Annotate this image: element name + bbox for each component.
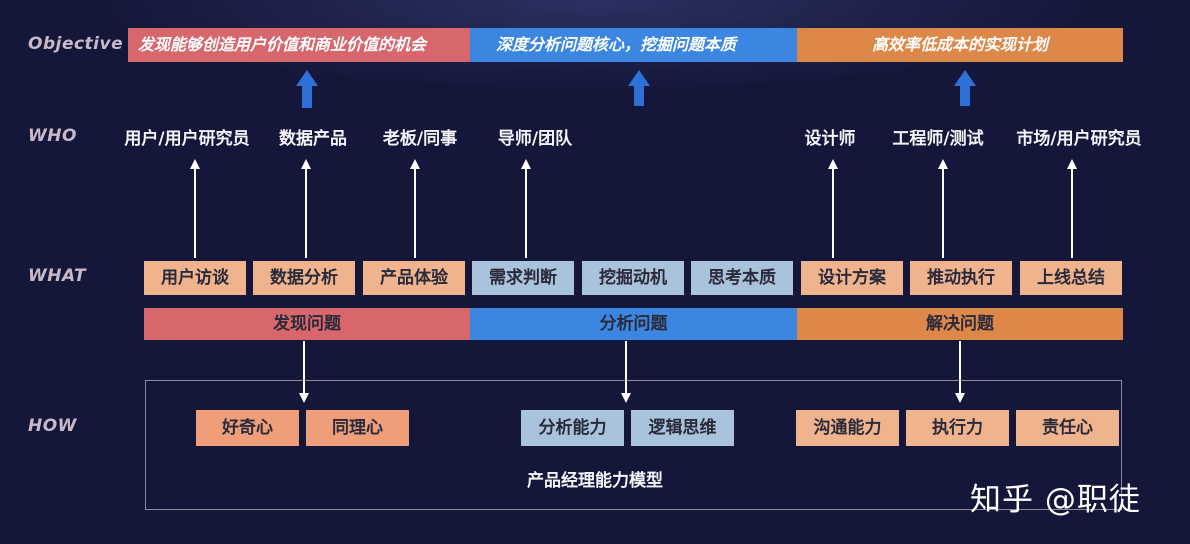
row-label-how: HOW	[28, 416, 77, 436]
how-frame	[145, 380, 1122, 510]
who-market-researcher: 市场/用户研究员	[1016, 129, 1142, 149]
what-motivation-mining: 挖掘动机	[582, 261, 684, 295]
objective-analyze-label: 深度分析问题核心，挖掘问题本质	[496, 35, 737, 54]
phase-analyze: 分析问题	[470, 308, 797, 340]
what-think-essence: 思考本质	[691, 261, 793, 295]
up-arrow-analyze	[628, 70, 650, 106]
objective-analyze: 深度分析问题核心，挖掘问题本质	[470, 28, 797, 62]
how-responsibility: 责任心	[1016, 410, 1119, 446]
objective-discover: 发现能够创造用户价值和商业价值的机会	[128, 28, 470, 62]
phase-solve: 解决问题	[797, 308, 1123, 340]
row-label-what: WHAT	[28, 266, 87, 286]
who-up-arrows	[190, 159, 1077, 258]
how-down-arrows	[299, 341, 965, 403]
who-mentor-team: 导师/团队	[497, 129, 573, 149]
who-engineer-tester: 工程师/测试	[892, 129, 984, 149]
model-title: 产品经理能力模型	[527, 471, 663, 491]
what-launch-summary: 上线总结	[1020, 261, 1122, 295]
what-data-analysis: 数据分析	[253, 261, 355, 295]
background-glow	[0, 0, 1190, 130]
what-user-interview: 用户访谈	[144, 261, 246, 295]
row-label-who: WHO	[28, 126, 77, 146]
how-logical-thinking: 逻辑思维	[631, 410, 734, 446]
how-empathy: 同理心	[306, 410, 409, 446]
what-product-experience: 产品体验	[363, 261, 465, 295]
up-arrow-discover	[296, 70, 318, 108]
objective-solve: 高效率低成本的实现计划	[797, 28, 1123, 62]
who-user-researcher: 用户/用户研究员	[124, 129, 250, 149]
how-execution: 执行力	[906, 410, 1009, 446]
how-communication: 沟通能力	[796, 410, 899, 446]
objective-discover-label: 发现能够创造用户价值和商业价值的机会	[138, 35, 427, 54]
phase-discover: 发现问题	[144, 308, 470, 340]
what-requirement-judgment: 需求判断	[472, 261, 574, 295]
who-designer: 设计师	[804, 129, 856, 149]
who-boss-colleague: 老板/同事	[382, 129, 458, 149]
what-drive-execution: 推动执行	[910, 261, 1012, 295]
how-curiosity: 好奇心	[196, 410, 299, 446]
row-label-objective: Objective	[28, 34, 124, 54]
objective-up-arrows	[296, 70, 976, 108]
up-arrow-solve	[954, 70, 976, 106]
watermark: 知乎 @职徒	[970, 482, 1141, 518]
objective-solve-label: 高效率低成本的实现计划	[871, 35, 1048, 54]
how-analysis-ability: 分析能力	[521, 410, 624, 446]
who-data-product: 数据产品	[279, 129, 347, 149]
what-design-plan: 设计方案	[801, 261, 903, 295]
